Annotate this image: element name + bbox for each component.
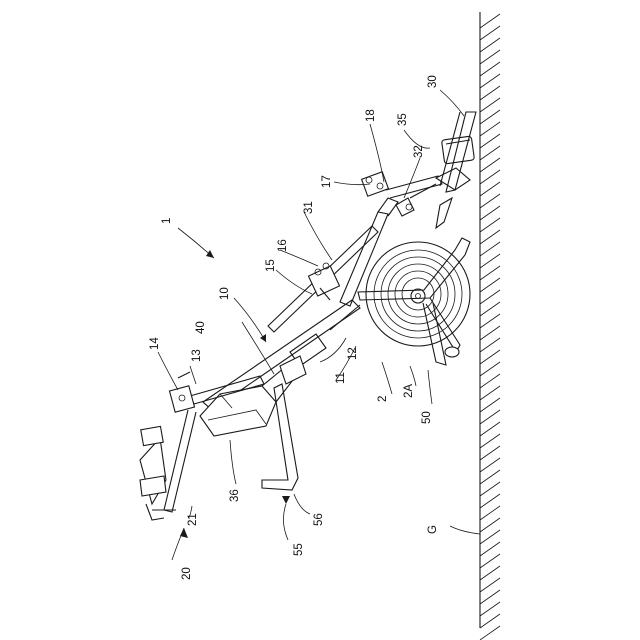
hatch-line (480, 182, 500, 196)
label-35: 35 (397, 113, 409, 126)
hatch-line (480, 506, 500, 520)
hatch-line (480, 134, 500, 148)
hatch-line (480, 338, 500, 352)
label-30: 30 (427, 75, 439, 88)
hatch-line (480, 38, 500, 52)
hatch-line (480, 350, 500, 364)
label-21: 21 (187, 513, 199, 526)
label-12: 12 (347, 347, 359, 360)
label-17: 17 (321, 175, 333, 188)
hatch-line (480, 518, 500, 532)
hatch-line (480, 122, 500, 136)
hatch-line (480, 86, 500, 100)
hatch-line (480, 254, 500, 268)
label-56: 56 (313, 513, 325, 526)
hatch-line (480, 50, 500, 64)
label-14: 14 (149, 337, 161, 350)
hatch-line (480, 446, 500, 460)
label-g: G (427, 525, 439, 534)
hatch-line (480, 530, 500, 544)
label-20: 20 (181, 567, 193, 580)
hatch-line (480, 482, 500, 496)
label-31: 31 (303, 201, 315, 214)
hatch-line (480, 158, 500, 172)
hatch-line (480, 578, 500, 592)
hatch-line (480, 266, 500, 280)
hatch-line (480, 602, 500, 616)
pedal-crank-assembly (410, 168, 470, 228)
hatch-line (480, 386, 500, 400)
hatch-line (480, 458, 500, 472)
hatch-line (480, 290, 500, 304)
label-32: 32 (413, 145, 425, 158)
label-55: 55 (293, 543, 305, 556)
hatch-line (480, 26, 500, 40)
hatch-line (480, 398, 500, 412)
hatch-line (480, 98, 500, 112)
flywheel (366, 242, 470, 346)
hatch-line (480, 566, 500, 580)
label-40: 40 (195, 321, 207, 334)
hatch-line (480, 590, 500, 604)
hatch-line (480, 494, 500, 508)
label-15: 15 (265, 259, 277, 272)
backrest-handle (140, 410, 196, 520)
hatch-line (480, 314, 500, 328)
label-1: 1 (161, 218, 173, 224)
hatch-line (480, 206, 500, 220)
hatch-line (480, 230, 500, 244)
hatch-line (480, 410, 500, 424)
label-11: 11 (335, 372, 347, 384)
label-2a: 2A (403, 384, 415, 398)
label-10: 10 (219, 287, 231, 300)
hatch-line (480, 62, 500, 76)
label-13: 13 (191, 349, 203, 362)
hatch-line (480, 470, 500, 484)
label-50: 50 (421, 411, 433, 424)
hatch-line (480, 614, 500, 628)
hatch-line (480, 302, 500, 316)
hatch-line (480, 434, 500, 448)
floor-hatching (480, 14, 500, 640)
hatch-line (480, 242, 500, 256)
label-18: 18 (365, 109, 377, 122)
hatch-line (480, 554, 500, 568)
label-16: 16 (277, 239, 289, 252)
hatch-line (480, 278, 500, 292)
hatch-line (480, 170, 500, 184)
label-2: 2 (377, 396, 389, 402)
hatch-line (480, 74, 500, 88)
hatch-line (480, 626, 500, 640)
hatch-line (480, 110, 500, 124)
hatch-line (480, 194, 500, 208)
hatch-line (480, 422, 500, 436)
hatch-line (480, 374, 500, 388)
hatch-line (480, 218, 500, 232)
label-36: 36 (229, 489, 241, 502)
ground-floor (480, 12, 500, 640)
hatch-line (480, 146, 500, 160)
hatch-line (480, 362, 500, 376)
hatch-line (480, 326, 500, 340)
hatch-line (480, 14, 500, 28)
hatch-line (480, 542, 500, 556)
